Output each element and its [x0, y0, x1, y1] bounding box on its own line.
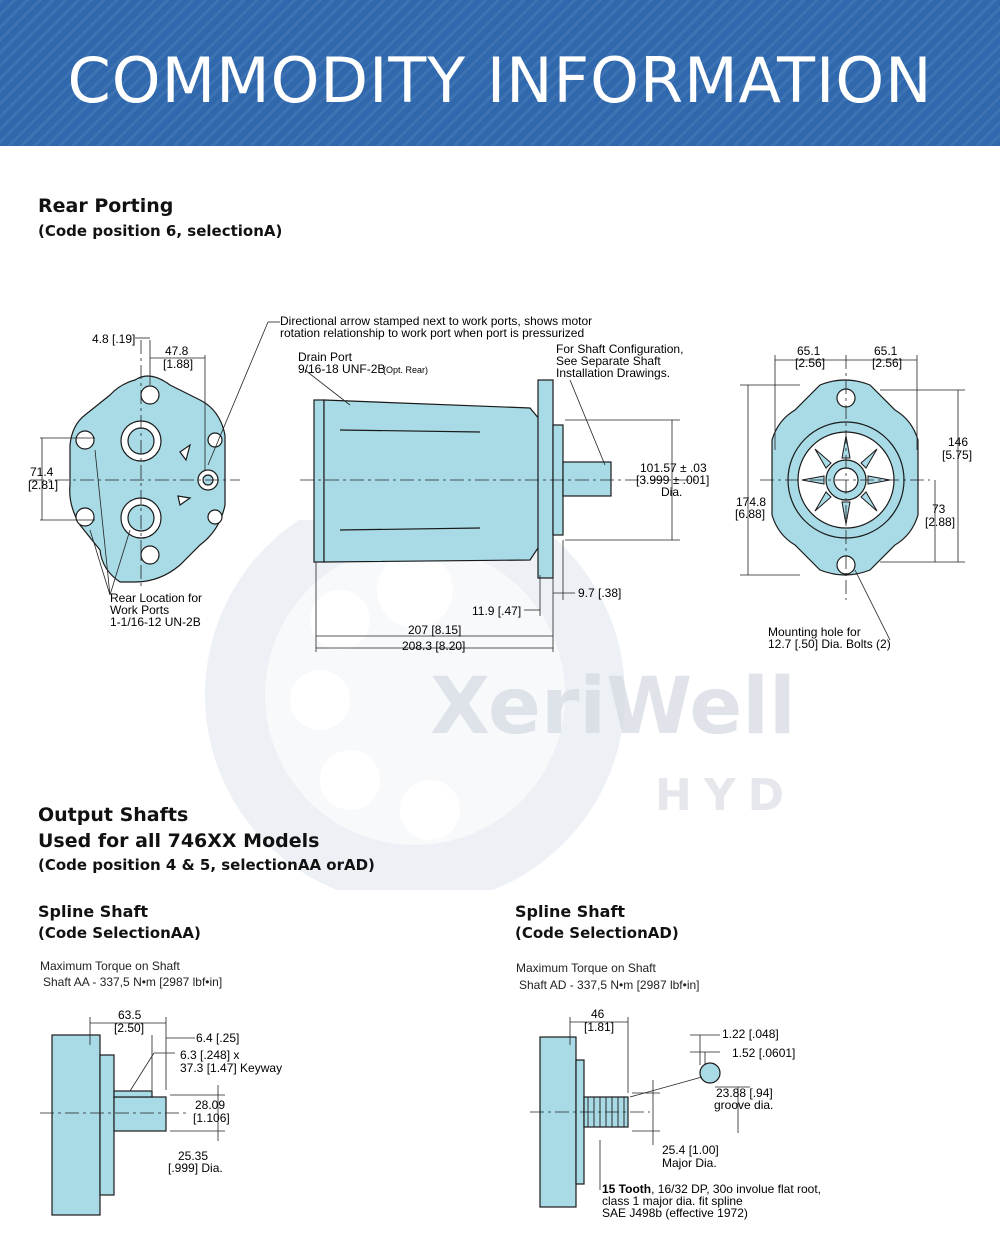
aa-dim-1-106: [1.106]	[193, 1111, 230, 1125]
spline-ad-torque-1: Maximum Torque on Shaft	[516, 961, 656, 975]
motor-front-view	[771, 379, 919, 576]
banner-title: COMMODITY INFORMATION	[67, 44, 933, 117]
dia-label: Dia.	[661, 485, 682, 499]
motor-side-view	[313, 379, 612, 579]
motor-rear-view	[69, 375, 226, 583]
aa-keyway-line-2: 37.3 [1.47] Keyway	[180, 1061, 282, 1075]
ad-dim-25-4: 25.4 [1.00]	[662, 1143, 719, 1157]
ad-tooth-bold: 15 Tooth	[602, 1182, 651, 1196]
rear-location-line-2: Work Ports	[110, 603, 169, 617]
dim-2-88: [2.88]	[925, 515, 955, 529]
spline-aa-code: (Code SelectionAA)	[38, 924, 201, 942]
ad-dim-46: 46	[591, 1007, 605, 1021]
drain-port-line-3: (Opt. Rear)	[383, 365, 428, 375]
drain-port-line-1: Drain Port	[298, 350, 353, 364]
drain-port-line-2: 9/16-18 UNF-2B	[298, 362, 385, 376]
dim-4-8: 4.8 [.19]	[92, 332, 135, 346]
aa-keyway-line-1: 6.3 [.248] x	[180, 1048, 239, 1062]
rear-porting-subtitle: (Code position 6, selectionA)	[38, 222, 283, 240]
dim-9-7: 9.7 [.38]	[578, 586, 621, 600]
shaft-config-line-1: For Shaft Configuration,	[556, 342, 683, 356]
dim-5-75: [5.75]	[942, 448, 972, 462]
ad-dim-1-81: [1.81]	[584, 1020, 614, 1034]
ad-dim-1-22: 1.22 [.048]	[722, 1027, 779, 1041]
output-shafts-subtitle: Used for all 746XX Models	[38, 830, 320, 852]
dim-207: 207 [8.15]	[408, 623, 461, 637]
dim-2-56-left: [2.56]	[795, 356, 825, 370]
output-shafts-code: (Code position 4 & 5, selectionAA orAD)	[38, 856, 375, 874]
rear-porting-drawing: 4.8 [.19] 47.8 [1.88] 71.4 [2.81] Rear L…	[28, 314, 972, 653]
spline-ad-drawing: 46 [1.81] 1.22 [.048] 1.52 [.0601] 23.88…	[530, 1007, 821, 1220]
watermark-logo	[205, 520, 625, 890]
dim-6-88: [6.88]	[735, 507, 765, 521]
dim-3-999: [3.999 ± .001]	[636, 473, 709, 487]
aa-dim-999: [.999] Dia.	[168, 1161, 223, 1175]
mounting-hole-line-1: Mounting hole for	[768, 625, 861, 639]
spline-ad-code: (Code SelectionAD)	[515, 924, 679, 942]
output-shafts-title: Output Shafts	[38, 804, 189, 826]
dim-1-88: [1.88]	[163, 357, 193, 371]
aa-dim-63-5: 63.5	[118, 1008, 142, 1022]
aa-dim-28-09: 28.09	[195, 1098, 225, 1112]
ad-groove-dia: groove dia.	[714, 1098, 773, 1112]
rear-porting-title: Rear Porting	[38, 195, 174, 217]
ad-dim-23-88: 23.88 [.94]	[716, 1086, 773, 1100]
spline-aa-drawing: 63.5 [2.50] 6.4 [.25] 6.3 [.248] x 37.3 …	[40, 1008, 282, 1216]
dim-208-3: 208.3 [8.20]	[402, 639, 465, 653]
dim-2-81: [2.81]	[28, 478, 58, 492]
spline-aa-torque-1: Maximum Torque on Shaft	[40, 959, 180, 973]
spline-aa-title: Spline Shaft	[38, 902, 149, 921]
watermark-sub: HYD	[655, 770, 797, 821]
shaft-config-line-3: Installation Drawings.	[556, 366, 670, 380]
dim-47-8: 47.8	[165, 344, 189, 358]
ad-major-dia: Major Dia.	[662, 1156, 717, 1170]
arrow-note-line-1: Directional arrow stamped next to work p…	[280, 314, 592, 328]
ad-tooth-rest: , 16/32 DP, 30o involue flat root,	[651, 1182, 821, 1196]
spline-ad-title: Spline Shaft	[515, 902, 626, 921]
dim-146: 146	[948, 435, 968, 449]
watermark-brand: XeriWell	[430, 662, 796, 752]
arrow-note-line-2: rotation relationship to work port when …	[280, 326, 584, 340]
spline-ad-torque-2: Shaft AD - 337,5 N•m [2987 lbf•in]	[519, 978, 700, 992]
ad-tooth-line-3: SAE J498b (effective 1972)	[602, 1206, 748, 1220]
dim-11-9: 11.9 [.47]	[472, 604, 521, 618]
dim-65-1-left: 65.1	[797, 344, 821, 358]
dim-65-1-right: 65.1	[874, 344, 898, 358]
aa-dim-25-35: 25.35	[178, 1149, 208, 1163]
aa-dim-6-4: 6.4 [.25]	[196, 1031, 239, 1045]
dim-101-57: 101.57 ± .03	[640, 461, 707, 475]
rear-location-line-3: 1-1/16-12 UN-2B	[110, 615, 201, 629]
ad-dim-1-52: 1.52 [.0601]	[732, 1046, 795, 1060]
mounting-hole-line-2: 12.7 [.50] Dia. Bolts (2)	[768, 637, 891, 651]
header-banner: COMMODITY INFORMATION	[0, 0, 1000, 146]
dim-2-56-right: [2.56]	[872, 356, 902, 370]
rear-location-line-1: Rear Location for	[110, 591, 202, 605]
spline-aa-torque-2: Shaft AA - 337,5 N•m [2987 lbf•in]	[43, 975, 223, 989]
shaft-config-line-2: See Separate Shaft	[556, 354, 661, 368]
dim-71-4: 71.4	[30, 465, 54, 479]
aa-dim-2-50: [2.50]	[114, 1021, 144, 1035]
dim-73: 73	[932, 502, 946, 516]
ad-tooth-line-1: 15 Tooth, 16/32 DP, 30o involue flat roo…	[602, 1182, 821, 1196]
ad-tooth-line-2: class 1 major dia. fit spline	[602, 1194, 743, 1208]
dim-174-8: 174.8	[736, 495, 766, 509]
